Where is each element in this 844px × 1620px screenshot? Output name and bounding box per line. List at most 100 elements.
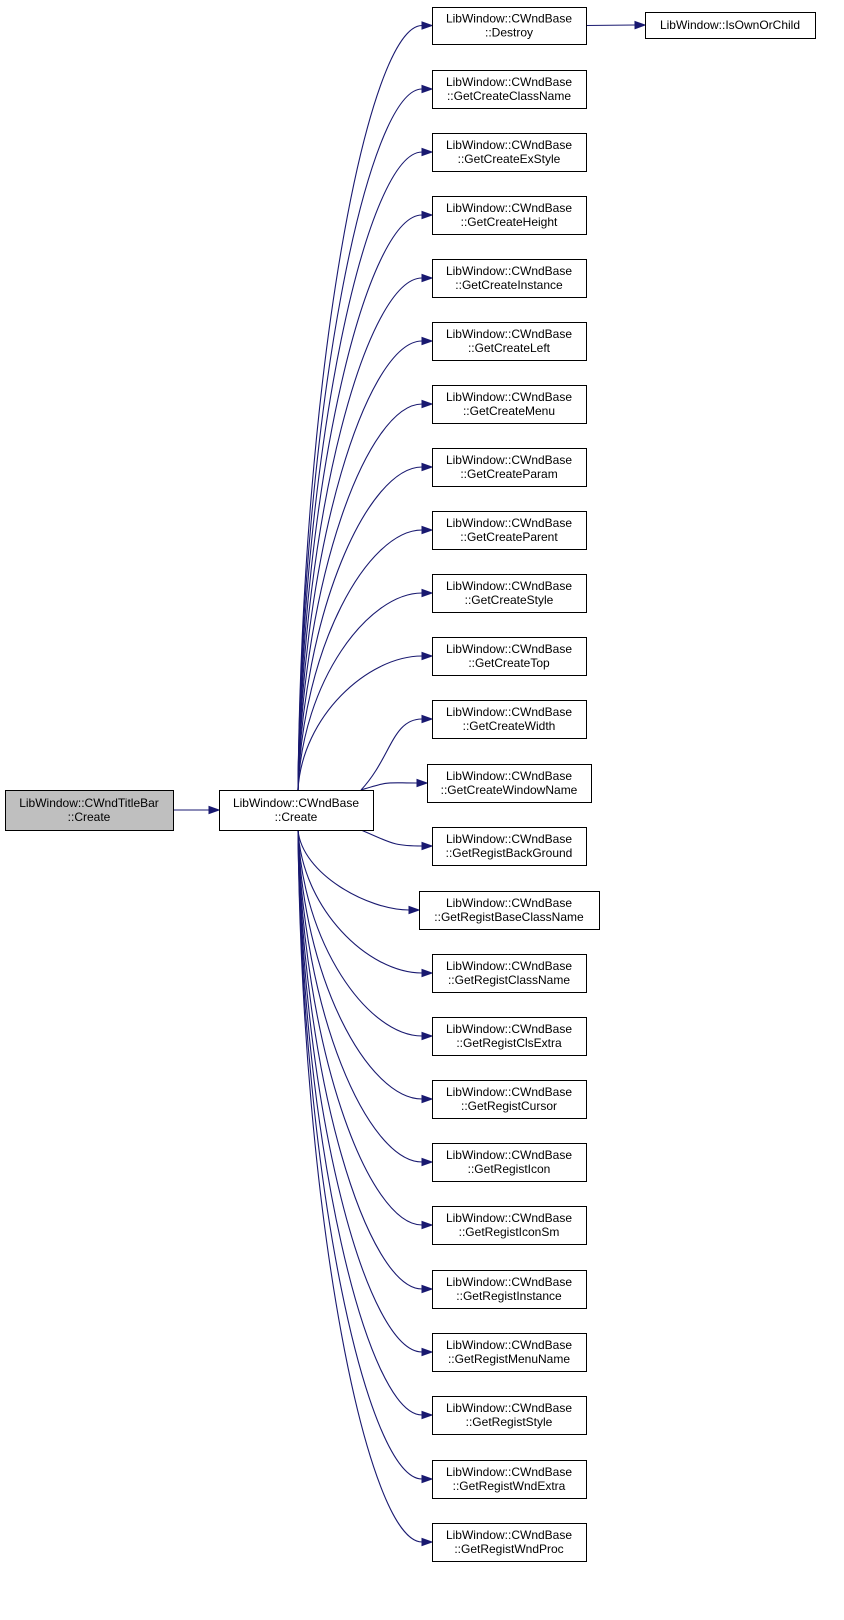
edge-create-to-getcreateparam [297, 462, 434, 791]
node-box [432, 1080, 587, 1119]
edge-create-to-getregistwndproc [297, 829, 434, 1547]
node-destroy[interactable]: LibWindow::CWndBase::Destroy [432, 7, 587, 45]
edge-line [297, 829, 423, 1416]
node-box [219, 790, 374, 831]
edge-line [297, 277, 423, 791]
node-label-method: ::GetCreateParam [460, 467, 557, 481]
node-box [432, 70, 587, 109]
node-getcreateparent[interactable]: LibWindow::CWndBase::GetCreateParent [432, 511, 587, 550]
node-getregistmenuname[interactable]: LibWindow::CWndBase::GetRegistMenuName [432, 1333, 587, 1372]
edge-line [297, 340, 423, 791]
node-label-method: ::GetRegistWndProc [454, 1542, 563, 1556]
node-label-namespace: LibWindow::CWndBase [446, 1085, 572, 1099]
node-box [432, 1333, 587, 1372]
edge-create-to-getregistbackground [360, 829, 434, 851]
node-label-namespace: LibWindow::CWndBase [446, 201, 572, 215]
node-label-method: ::GetRegistStyle [466, 1415, 553, 1429]
edge-create-to-getregistwndextra [297, 829, 434, 1484]
edge-line [297, 592, 423, 791]
node-getcreateleft[interactable]: LibWindow::CWndBase::GetCreateLeft [432, 322, 587, 361]
node-getregistwndproc[interactable]: LibWindow::CWndBase::GetRegistWndProc [432, 1523, 587, 1562]
node-getcreateheight[interactable]: LibWindow::CWndBase::GetCreateHeight [432, 196, 587, 235]
node-label-method: ::GetCreateWidth [463, 719, 556, 733]
edge-create-to-getregistinstance [297, 829, 434, 1294]
edge-create-to-getregisticonsm [297, 829, 434, 1230]
edge-create-to-getcreateexstyle [297, 147, 434, 791]
edge-destroy-to-isownorchild [585, 20, 647, 30]
node-getregiststyle[interactable]: LibWindow::CWndBase::GetRegistStyle [432, 1396, 587, 1435]
node-label-namespace: LibWindow::CWndBase [446, 1338, 572, 1352]
edge-line [297, 829, 423, 1290]
node-getcreateparam[interactable]: LibWindow::CWndBase::GetCreateParam [432, 448, 587, 487]
node-box [432, 574, 587, 613]
node-getregistbackground[interactable]: LibWindow::CWndBase::GetRegistBackGround [432, 827, 587, 866]
node-getregistclassname[interactable]: LibWindow::CWndBase::GetRegistClassName [432, 954, 587, 993]
edge-create-to-getregistcursor [297, 829, 434, 1104]
edge-create-to-getcreateleft [297, 336, 434, 791]
edge-arrowhead [421, 651, 434, 661]
node-label-namespace: LibWindow::CWndBase [446, 1275, 572, 1289]
edge-line [297, 829, 423, 1163]
node-getcreatemenu[interactable]: LibWindow::CWndBase::GetCreateMenu [432, 385, 587, 424]
node-getcreateclassname[interactable]: LibWindow::CWndBase::GetCreateClassName [432, 70, 587, 109]
edge-arrowhead [421, 841, 434, 851]
edge-arrowhead [421, 1220, 434, 1230]
node-getcreatewindowname[interactable]: LibWindow::CWndBase::GetCreateWindowName [427, 764, 592, 803]
node-label-namespace: LibWindow::CWndBase [446, 642, 572, 656]
node-root[interactable]: LibWindow::CWndTitleBar::Create [5, 790, 174, 831]
edge-create-to-getcreateparent [297, 525, 434, 791]
edge-create-to-getcreateclassname [297, 84, 434, 791]
node-label-method: ::GetCreateTop [468, 656, 550, 670]
node-label-method: ::GetRegistCursor [461, 1099, 557, 1113]
node-getregistwndextra[interactable]: LibWindow::CWndBase::GetRegistWndExtra [432, 1460, 587, 1499]
node-label-namespace: LibWindow::CWndBase [446, 1211, 572, 1225]
node-create[interactable]: LibWindow::CWndBase::Create [219, 790, 374, 831]
edge-arrowhead [421, 21, 434, 30]
node-getregisticonsm[interactable]: LibWindow::CWndBase::GetRegistIconSm [432, 1206, 587, 1245]
edge-arrowhead [421, 1094, 434, 1104]
node-box [432, 196, 587, 235]
node-getregistclsextra[interactable]: LibWindow::CWndBase::GetRegistClsExtra [432, 1017, 587, 1056]
node-label-namespace: LibWindow::CWndBase [446, 75, 572, 89]
node-label-method: ::GetCreateClassName [447, 89, 571, 103]
node-label-namespace: LibWindow::CWndBase [446, 453, 572, 467]
node-getcreatestyle[interactable]: LibWindow::CWndBase::GetCreateStyle [432, 574, 587, 613]
node-box [432, 133, 587, 172]
node-label-method: ::GetCreateInstance [455, 278, 563, 292]
edge-arrowhead [421, 399, 434, 409]
edge-arrowhead [421, 147, 434, 157]
node-label-method: ::GetRegistMenuName [448, 1352, 570, 1366]
node-box [645, 12, 816, 39]
node-getcreatetop[interactable]: LibWindow::CWndBase::GetCreateTop [432, 637, 587, 676]
node-label-method: ::Destroy [485, 26, 533, 40]
edge-create-to-getregisticon [297, 829, 434, 1167]
edge-create-to-getregistclsextra [297, 829, 434, 1041]
edge-line [297, 829, 423, 1226]
node-box [432, 259, 587, 298]
edge-line [297, 829, 423, 1100]
edge-line [297, 88, 423, 791]
node-getcreateinstance[interactable]: LibWindow::CWndBase::GetCreateInstance [432, 259, 587, 298]
edge-line [297, 829, 423, 1037]
node-isownorchild[interactable]: LibWindow::IsOwnOrChild [645, 12, 816, 39]
node-box [432, 1460, 587, 1499]
node-box [432, 954, 587, 993]
node-label-namespace: LibWindow::CWndBase [446, 896, 572, 910]
node-box [432, 1270, 587, 1309]
node-getregistcursor[interactable]: LibWindow::CWndBase::GetRegistCursor [432, 1080, 587, 1119]
node-label-method: ::GetCreateExStyle [458, 152, 561, 166]
node-getregistinstance[interactable]: LibWindow::CWndBase::GetRegistInstance [432, 1270, 587, 1309]
node-label-method: ::Create [275, 810, 318, 824]
edge-arrowhead [416, 778, 429, 788]
edge-create-to-getregistclassname [297, 829, 434, 978]
node-getregistbaseclassname[interactable]: LibWindow::CWndBase::GetRegistBaseClassN… [419, 891, 600, 930]
node-label-namespace: LibWindow::CWndBase [446, 579, 572, 593]
node-getcreateexstyle[interactable]: LibWindow::CWndBase::GetCreateExStyle [432, 133, 587, 172]
node-label-method: ::GetCreateHeight [461, 215, 558, 229]
node-getregisticon[interactable]: LibWindow::CWndBase::GetRegistIcon [432, 1143, 587, 1182]
edge-arrowhead [421, 1031, 434, 1041]
node-getcreatewidth[interactable]: LibWindow::CWndBase::GetCreateWidth [432, 700, 587, 739]
node-label-namespace: LibWindow::CWndBase [446, 832, 572, 846]
node-box [419, 891, 600, 930]
